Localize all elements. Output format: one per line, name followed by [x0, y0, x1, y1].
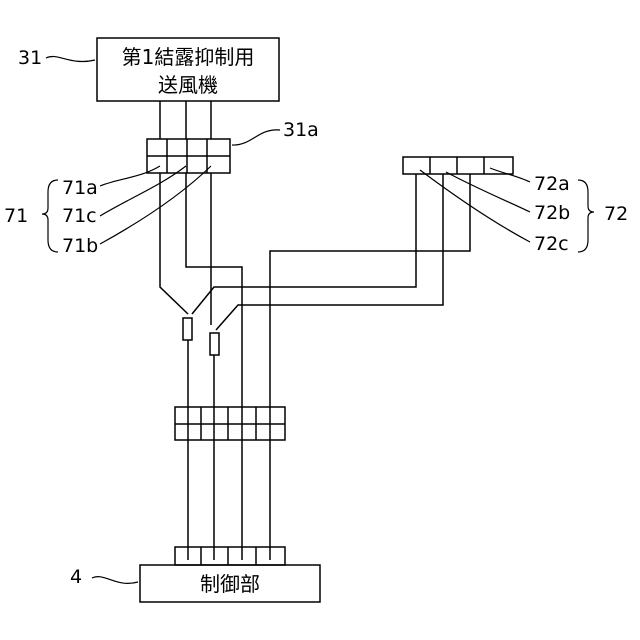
group-71-brace — [42, 180, 58, 252]
leader-72c — [420, 170, 530, 242]
control-unit-ref: 4 — [70, 566, 82, 588]
inline-element-1 — [183, 318, 192, 340]
group-72-brace — [578, 180, 594, 252]
label-72a: 72a — [534, 173, 570, 195]
leader-71b — [100, 166, 211, 244]
group-71-ref: 71 — [4, 205, 28, 227]
leader-71a — [100, 166, 160, 186]
leader-72a — [490, 168, 530, 182]
control-unit-label: 制御部 — [200, 572, 260, 596]
control-unit-leader — [92, 577, 138, 584]
wire-71a — [160, 173, 188, 314]
label-72c: 72c — [534, 233, 569, 255]
inline-element-2 — [210, 333, 219, 355]
middle-connector — [175, 407, 285, 440]
label-71c: 71c — [62, 205, 97, 227]
leader-72b — [446, 172, 530, 212]
wire-72a — [192, 174, 416, 314]
connector-72 — [403, 157, 513, 174]
fan-unit-label-line1: 第1結露抑制用 — [122, 45, 255, 69]
fan-unit-label-line2: 送風機 — [158, 73, 218, 97]
connector-31a-leader — [232, 130, 280, 145]
wire-72b — [216, 174, 443, 330]
bottom-connector — [175, 547, 285, 565]
connector-31a — [147, 139, 230, 173]
label-71a: 71a — [62, 177, 98, 199]
group-72-ref: 72 — [604, 203, 628, 225]
fan-unit-leader — [46, 56, 95, 61]
fan-unit-ref: 31 — [18, 47, 42, 69]
wire-72c — [270, 174, 470, 560]
label-71b: 71b — [62, 235, 98, 257]
label-72b: 72b — [534, 202, 570, 224]
connector-31a-ref: 31a — [283, 119, 319, 141]
